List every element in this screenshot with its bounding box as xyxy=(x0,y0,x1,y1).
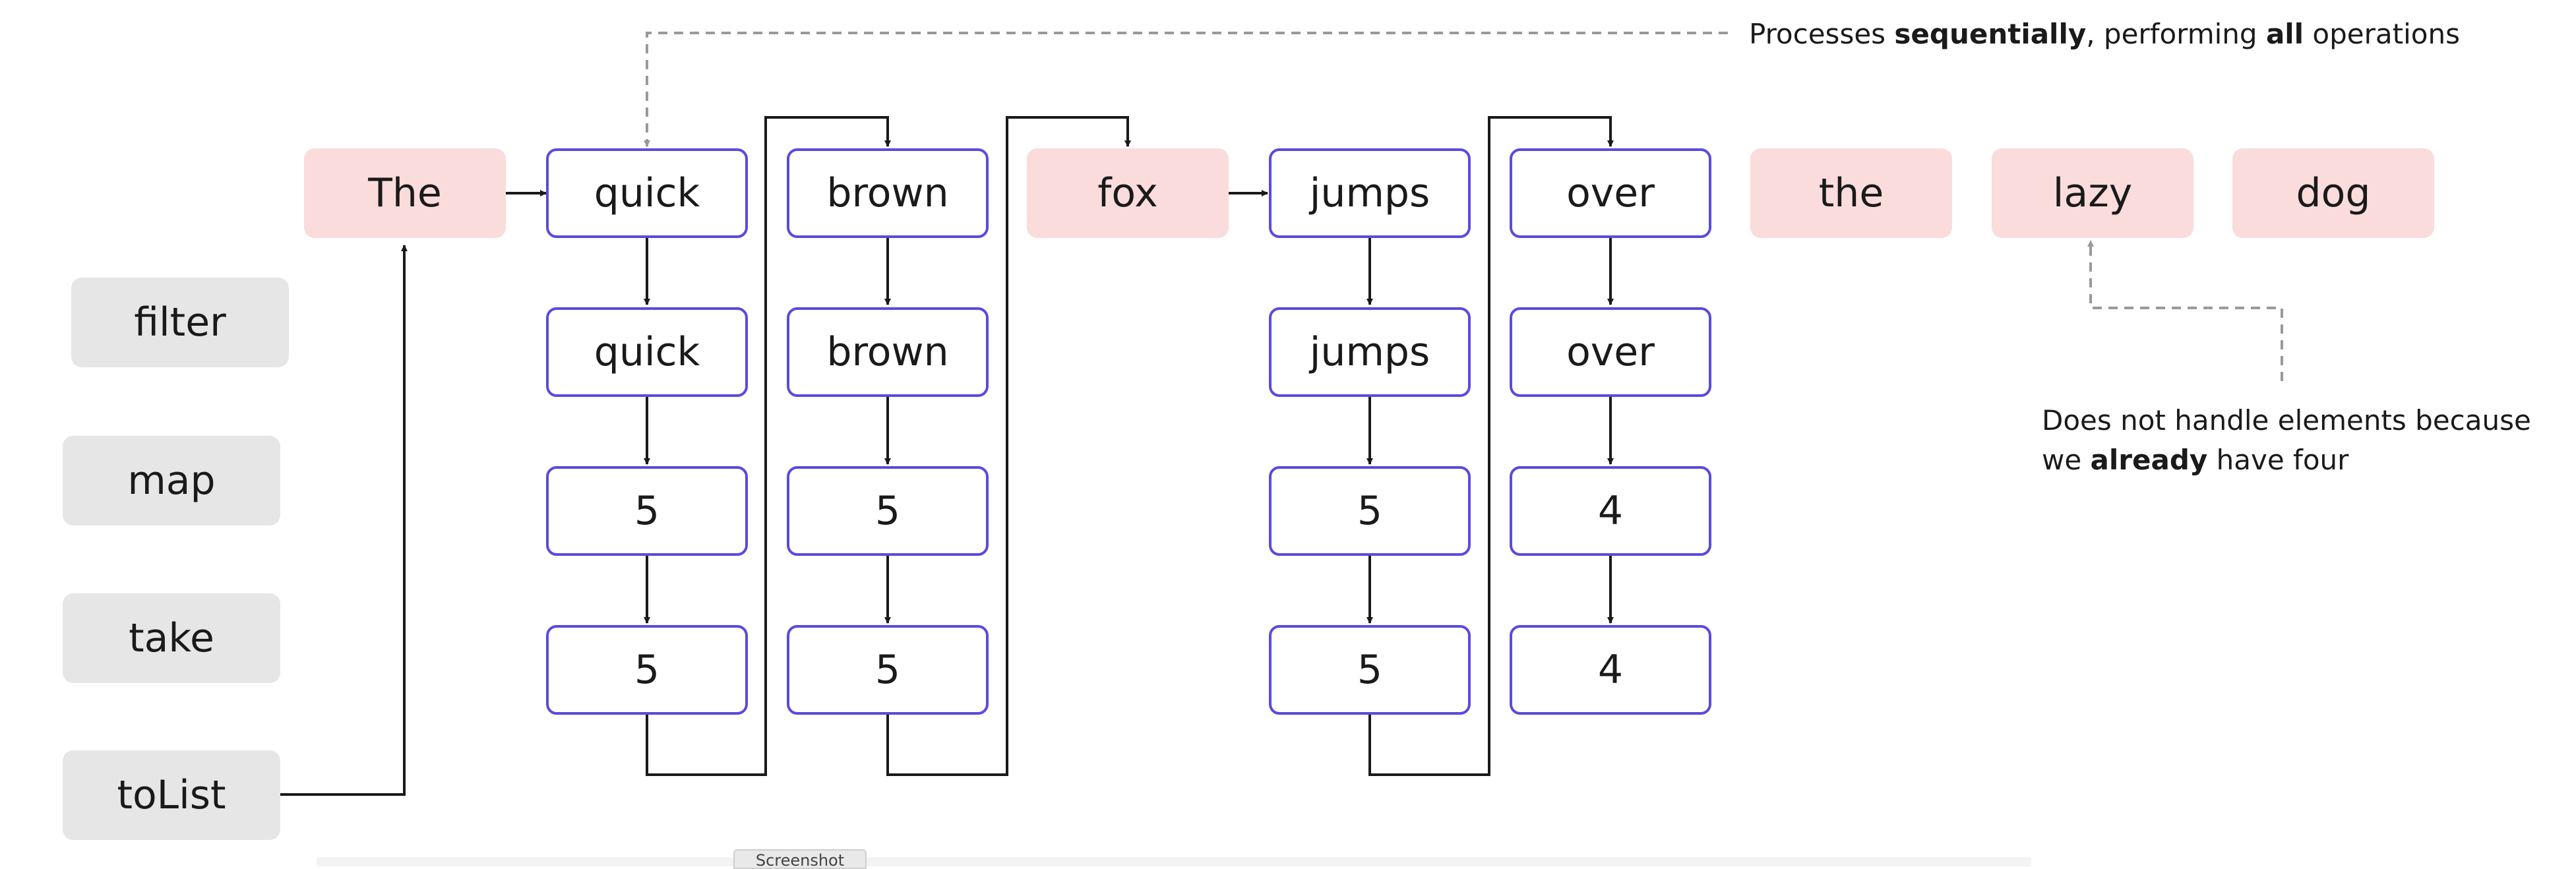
col1-to-col2-loop xyxy=(646,116,891,776)
note-right-line-2-bold: already xyxy=(2090,444,2208,476)
note-right-line-2: we already have four xyxy=(2042,440,2531,480)
col3-take-result: 5 xyxy=(1269,625,1471,715)
note-top-bold-2: all xyxy=(2265,18,2304,50)
note-top-bold-1: sequentially xyxy=(1894,18,2087,50)
sequential-note-dashed-connector xyxy=(644,32,1728,147)
col3-filter-result: jumps xyxy=(1269,307,1471,397)
note-top-mid: , performing xyxy=(2086,18,2266,50)
word-quick: quick xyxy=(546,148,748,238)
tolist-to-the-arrow xyxy=(280,245,408,796)
note-right-line-1: Does not handle elements because xyxy=(2042,404,2531,436)
note-top-pre: Processes xyxy=(1749,18,1895,50)
col1-take-result: 5 xyxy=(546,625,748,715)
col2-take-result: 5 xyxy=(787,625,989,715)
col3-to-col4-loop xyxy=(1368,116,1614,776)
operation-take: take xyxy=(63,593,280,683)
operation-filter: filter xyxy=(71,278,289,367)
word-jumps: jumps xyxy=(1269,148,1471,238)
word-fox: fox xyxy=(1027,148,1229,238)
word-dog: dog xyxy=(2232,148,2434,238)
col2-to-fox-loop xyxy=(886,116,1131,776)
already-four-note: Does not handle elements because we alre… xyxy=(2042,401,2531,480)
word-the: The xyxy=(304,148,506,238)
word-brown: brown xyxy=(787,148,989,238)
note-right-line-2-pre: we xyxy=(2042,444,2091,476)
note-top-post: operations xyxy=(2304,18,2460,50)
col2-map-result: 5 xyxy=(787,466,989,556)
operation-tolist: toList xyxy=(63,750,280,840)
four-note-dashed-connector xyxy=(2087,240,2283,381)
col2-filter-result: brown xyxy=(787,307,989,397)
col3-map-result: 5 xyxy=(1269,466,1471,556)
operation-map: map xyxy=(63,436,280,525)
col4-take-result: 4 xyxy=(1510,625,1711,715)
col4-filter-result: over xyxy=(1510,307,1711,397)
bottom-strip xyxy=(317,857,2031,866)
word-over: over xyxy=(1510,148,1711,238)
word-the-lowercase: the xyxy=(1750,148,1952,238)
word-lazy: lazy xyxy=(1992,148,2193,238)
col4-map-result: 4 xyxy=(1510,466,1711,556)
note-right-line-2-post: have four xyxy=(2207,444,2349,476)
col1-map-result: 5 xyxy=(546,466,748,556)
sequential-processing-note: Processes sequentially, performing all o… xyxy=(1749,15,2460,54)
col1-filter-result: quick xyxy=(546,307,748,397)
